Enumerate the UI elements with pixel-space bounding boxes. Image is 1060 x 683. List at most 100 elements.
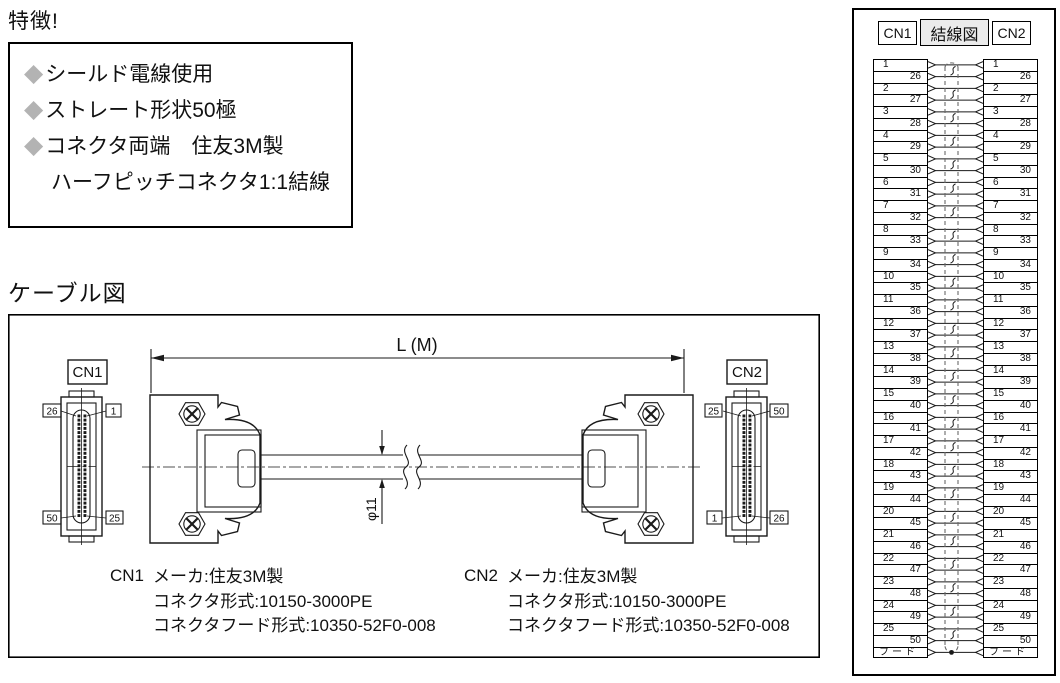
cable — [261, 444, 582, 490]
cn1-face-view: 26 1 50 25 — [42, 387, 124, 546]
pin-cell-left-26: 26 — [873, 70, 928, 83]
pin-cell-left-フード: フード — [873, 646, 928, 659]
pin-cell-left-8: 8 — [873, 223, 928, 236]
pin-cell-left-36: 36 — [873, 305, 928, 318]
pin-cell-right-22: 22 — [983, 552, 1038, 565]
pin-cell-right-20: 20 — [983, 505, 1038, 518]
pin-cell-left-32: 32 — [873, 211, 928, 224]
feature-text: コネクタ両端 住友3M製 — [45, 135, 284, 158]
pin-cell-left-20: 20 — [873, 505, 928, 518]
pin-cell-right-47: 47 — [983, 564, 1038, 576]
pin-cell-left-6: 6 — [873, 176, 928, 189]
feature-item: ◆ ストレート形状50極 — [24, 91, 351, 127]
pin-cell-left-46: 46 — [873, 540, 928, 553]
pin-cell-right-3: 3 — [983, 106, 1038, 118]
pin-cell-right-41: 41 — [983, 423, 1038, 435]
pin-cell-left-37: 37 — [873, 329, 928, 341]
pin-cell-right-48: 48 — [983, 587, 1038, 600]
pin-cell-left-27: 27 — [873, 94, 928, 106]
features-title: 特徴! — [8, 10, 59, 33]
cn2-hood-type: コネクタフード形式:10350-52F0-008 — [507, 616, 790, 635]
pin-cell-right-42: 42 — [983, 446, 1038, 459]
diameter-label: φ11 — [363, 497, 379, 521]
pin-cell-right-35: 35 — [983, 282, 1038, 294]
pin-cell-right-フード: フード — [983, 646, 1038, 659]
pin-cell-left-48: 48 — [873, 587, 928, 600]
pin-cell-right-27: 27 — [983, 94, 1038, 106]
pin-cell-left-33: 33 — [873, 235, 928, 247]
pin-cell-left-14: 14 — [873, 364, 928, 377]
pin-cell-right-16: 16 — [983, 411, 1038, 424]
pin-cell-right-10: 10 — [983, 270, 1038, 283]
cn1-pin-1-label: 1 — [111, 407, 117, 418]
pin-cell-left-18: 18 — [873, 458, 928, 471]
pin-cell-right-31: 31 — [983, 188, 1038, 200]
pin-cell-left-24: 24 — [873, 599, 928, 612]
pin-cell-right-45: 45 — [983, 517, 1038, 529]
diamond-bullet-icon: ◆ — [24, 94, 44, 123]
cn1-label-box: CN1 — [67, 359, 108, 385]
length-label: L (M) — [396, 335, 437, 355]
pin-cell-right-24: 24 — [983, 599, 1038, 612]
cn2-pin-50-label: 50 — [773, 407, 785, 418]
pin-cell-right-30: 30 — [983, 164, 1038, 177]
feature-item: ◆ シールド電線使用 — [24, 55, 351, 91]
pin-cell-right-13: 13 — [983, 341, 1038, 353]
pin-cell-left-35: 35 — [873, 282, 928, 294]
pin-cell-left-5: 5 — [873, 153, 928, 165]
pin-cell-left-45: 45 — [873, 517, 928, 529]
cn2-pin-1-label: 1 — [712, 514, 718, 525]
diamond-bullet-icon: ◆ — [24, 130, 44, 159]
pin-cell-left-50: 50 — [873, 634, 928, 647]
pin-cell-right-6: 6 — [983, 176, 1038, 189]
pin-cell-left-40: 40 — [873, 399, 928, 412]
right-hood — [582, 395, 693, 543]
pin-cell-right-21: 21 — [983, 529, 1038, 541]
pin-cell-right-17: 17 — [983, 435, 1038, 447]
pin-cell-left-4: 4 — [873, 129, 928, 142]
pin-cell-right-1: 1 — [983, 59, 1038, 71]
pin-cell-right-37: 37 — [983, 329, 1038, 341]
feature-text: シールド電線使用 — [45, 63, 214, 86]
pin-cell-left-17: 17 — [873, 435, 928, 447]
cn2-pin-25-label: 25 — [708, 407, 720, 418]
cn1-hood-type: コネクタフード形式:10350-52F0-008 — [153, 616, 436, 635]
pin-cell-right-44: 44 — [983, 493, 1038, 506]
pin-cell-left-9: 9 — [873, 247, 928, 259]
pin-cell-right-8: 8 — [983, 223, 1038, 236]
pin-cell-left-22: 22 — [873, 552, 928, 565]
pin-cell-right-23: 23 — [983, 576, 1038, 588]
cn2-maker: メーカ:住友3M製 — [507, 567, 638, 586]
features-box: ◆ シールド電線使用 ◆ ストレート形状50極 ◆ コネクタ両端 住友3M製 ハ… — [8, 42, 353, 228]
pin-cell-left-10: 10 — [873, 270, 928, 283]
wiring-header-cn1: CN1 — [878, 21, 917, 45]
pin-cell-left-30: 30 — [873, 164, 928, 177]
pin-cell-right-50: 50 — [983, 634, 1038, 647]
pin-cell-right-36: 36 — [983, 305, 1038, 318]
cn1-pin-contacts — [77, 414, 87, 517]
pin-cell-left-42: 42 — [873, 446, 928, 459]
cn2-face-view: 25 50 1 26 — [704, 387, 789, 546]
pin-cell-right-15: 15 — [983, 388, 1038, 400]
feature-text: ストレート形状50極 — [45, 99, 237, 122]
pin-cell-left-13: 13 — [873, 341, 928, 353]
pin-cell-right-11: 11 — [983, 294, 1038, 306]
cn2-connector-type: コネクタ形式:10150-3000PE — [507, 591, 727, 611]
pin-cell-right-29: 29 — [983, 141, 1038, 153]
pin-cell-right-49: 49 — [983, 611, 1038, 623]
wiring-header-title: 結線図 — [920, 19, 989, 46]
pin-cell-left-44: 44 — [873, 493, 928, 506]
pin-cell-right-5: 5 — [983, 153, 1038, 165]
feature-item: ハーフピッチコネクタ1:1結線 — [24, 163, 351, 199]
pin-cell-left-23: 23 — [873, 576, 928, 588]
pin-cell-right-28: 28 — [983, 117, 1038, 130]
feature-item: ◆ コネクタ両端 住友3M製 — [24, 127, 351, 163]
diameter-dimension: φ11 — [363, 430, 385, 524]
cn2-info-block: CN2 メーカ:住友3M製 コネクタ形式:10150-3000PE コネクタフー… — [464, 565, 790, 639]
pin-cell-left-11: 11 — [873, 294, 928, 306]
pin-cell-left-39: 39 — [873, 376, 928, 388]
length-dimension: L (M) — [150, 335, 685, 393]
